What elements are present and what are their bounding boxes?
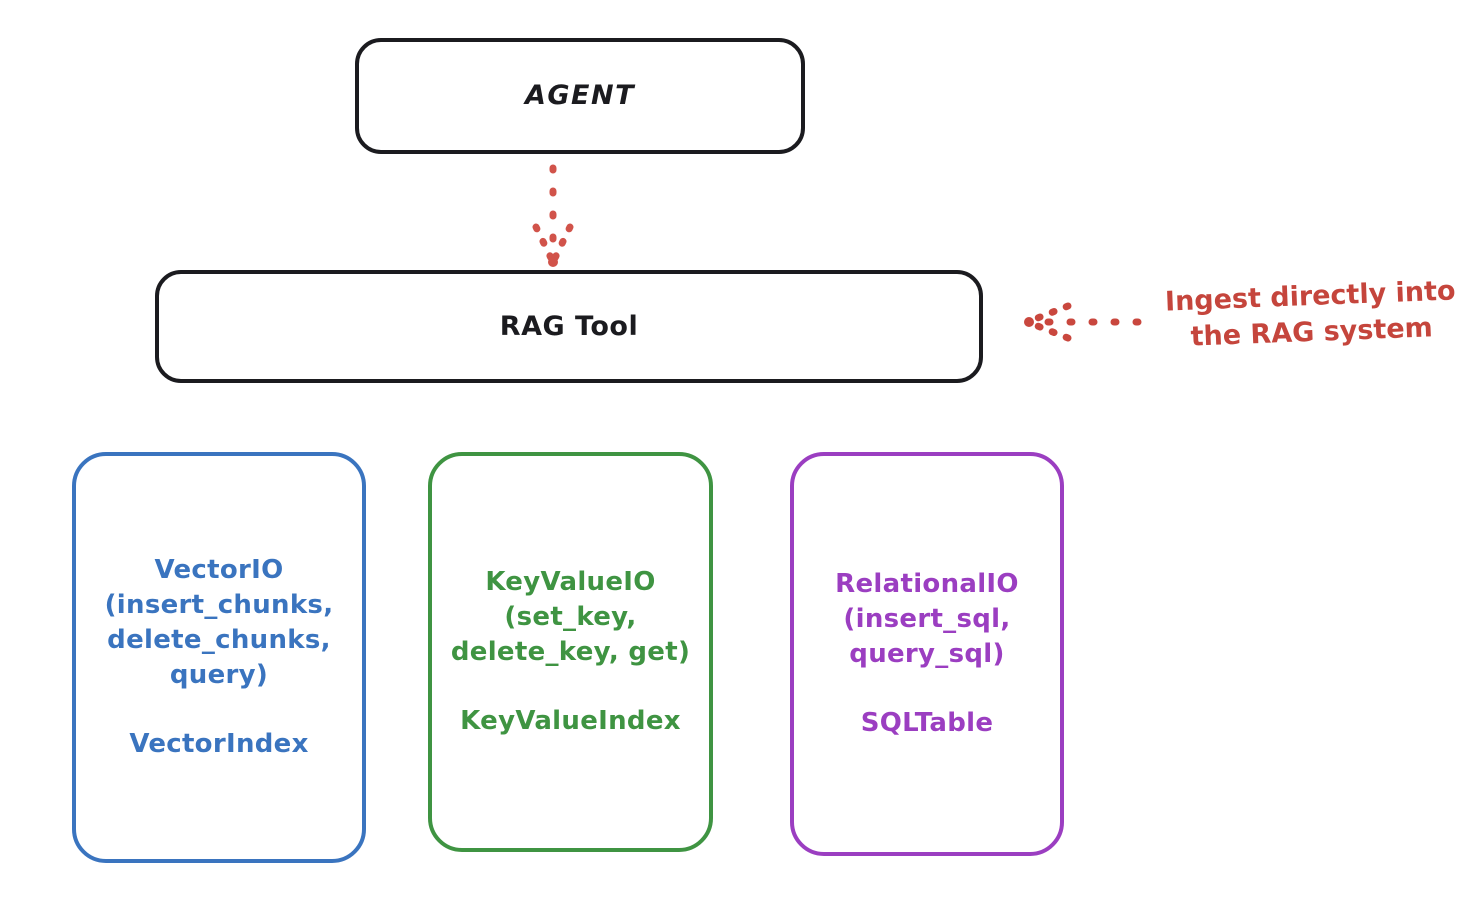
node-agent-label: AGENT [524, 80, 635, 112]
node-vector-io-label: VectorIO (insert_chunks, delete_chunks, … [104, 555, 334, 760]
node-relational-io-label: RelationalIO (insert_sql, query_sql) SQL… [835, 568, 1019, 739]
node-rag-tool[interactable]: RAG Tool [155, 270, 983, 383]
node-agent[interactable]: AGENT [355, 38, 805, 154]
node-vector-io[interactable]: VectorIO (insert_chunks, delete_chunks, … [72, 452, 366, 863]
node-key-value-io-label: KeyValueIO (set_key, delete_key, get) Ke… [450, 566, 691, 737]
connector-agent-to-rag-tool-icon [532, 164, 574, 267]
node-rag-tool-label: RAG Tool [499, 310, 639, 342]
node-relational-io[interactable]: RelationalIO (insert_sql, query_sql) SQL… [790, 452, 1064, 856]
annotation-ingest-directly: Ingest directly into the RAG system [1164, 275, 1457, 353]
node-key-value-io[interactable]: KeyValueIO (set_key, delete_key, get) Ke… [428, 452, 713, 852]
connector-annotation-to-rag-tool-icon [1024, 302, 1142, 342]
